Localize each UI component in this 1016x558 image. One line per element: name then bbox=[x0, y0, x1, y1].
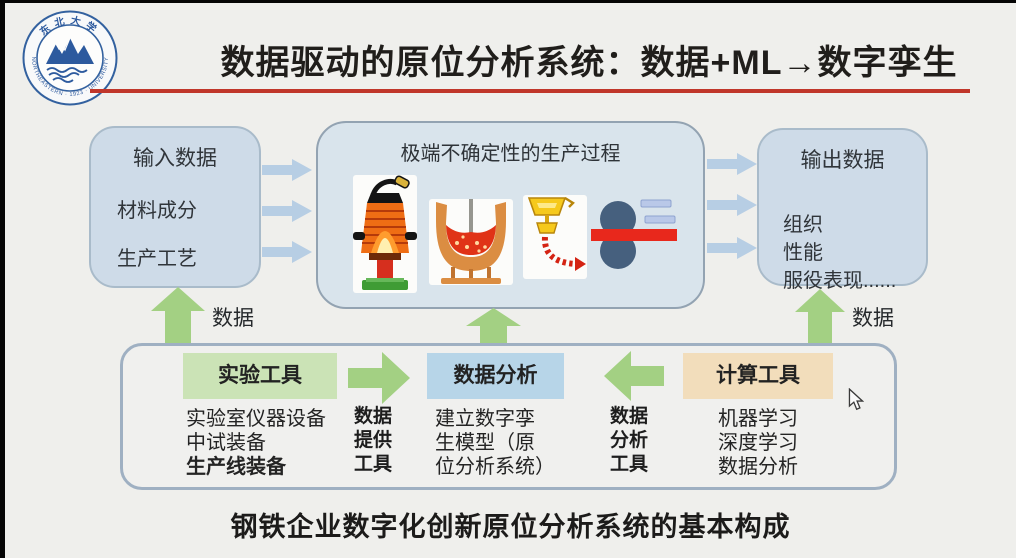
flow-arrow-right-icon bbox=[707, 237, 757, 259]
computing-tool-item: 深度学习 bbox=[718, 432, 798, 454]
experiment-tools-header: 实验工具 bbox=[183, 353, 337, 399]
experiment-tool-item: 生产线装备 bbox=[186, 456, 286, 478]
output-item: 服役表现...... bbox=[783, 270, 897, 292]
rolling-mill-icon bbox=[591, 199, 677, 271]
input-box-title: 输入数据 bbox=[133, 147, 217, 170]
slide-background: 东北大学 NORTHEASTERN · 1923 · UNIVERSITY 数据… bbox=[5, 3, 1016, 558]
input-item: 生产工艺 bbox=[117, 248, 197, 270]
input-item: 材料成分 bbox=[117, 200, 197, 222]
output-item: 组织 bbox=[783, 214, 823, 236]
data-provide-arrow-label: 数据提供工具 bbox=[354, 406, 393, 475]
flow-arrow-right-icon bbox=[262, 200, 312, 222]
data-label-right: 数据 bbox=[852, 307, 894, 330]
data-analysis-body-line: 生模型（原 bbox=[435, 432, 535, 454]
computing-tool-item: 机器学习 bbox=[718, 408, 798, 430]
converter-furnace-icon bbox=[429, 199, 513, 285]
data-provide-arrow-icon bbox=[348, 352, 410, 404]
continuous-caster-icon bbox=[523, 195, 587, 279]
data-up-arrow-left-icon bbox=[151, 287, 205, 344]
slide-caption: 钢铁企业数字化创新原位分析系统的基本构成 bbox=[230, 512, 791, 542]
data-analysis-header: 数据分析 bbox=[427, 353, 564, 399]
computing-tools-header: 计算工具 bbox=[683, 353, 833, 399]
flow-arrow-right-icon bbox=[707, 194, 757, 216]
title-underline bbox=[90, 89, 970, 93]
data-label-left: 数据 bbox=[212, 307, 254, 330]
flow-arrow-right-icon bbox=[262, 159, 312, 181]
blast-furnace-icon bbox=[353, 175, 417, 293]
experiment-tool-item: 中试装备 bbox=[186, 432, 266, 454]
output-data-box: 输出数据 组织 性能 服役表现...... bbox=[757, 128, 928, 292]
mouse-cursor bbox=[848, 388, 864, 411]
data-up-arrow-right-icon bbox=[795, 289, 845, 344]
computing-tool-item: 数据分析 bbox=[718, 456, 798, 478]
input-data-box: 输入数据 材料成分 生产工艺 bbox=[89, 126, 261, 288]
slide-title: 数据驱动的原位分析系统：数据+ML→数字孪生 bbox=[220, 44, 958, 82]
data-analysis-body-line: 建立数字孪 bbox=[435, 408, 535, 430]
output-box-title: 输出数据 bbox=[800, 149, 885, 172]
flow-arrow-right-icon bbox=[262, 241, 312, 263]
experiment-tool-item: 实验室仪器设备 bbox=[186, 408, 326, 430]
university-logo: 东北大学 NORTHEASTERN · 1923 · UNIVERSITY bbox=[22, 10, 118, 106]
output-item: 性能 bbox=[783, 242, 823, 264]
process-box-title: 极端不确定性的生产过程 bbox=[400, 143, 621, 165]
data-analysis-arrow-icon bbox=[604, 351, 664, 401]
data-up-arrow-middle-icon bbox=[466, 308, 521, 345]
data-analysis-body-line: 位分析系统） bbox=[435, 456, 555, 478]
logo-mountain-icon bbox=[46, 37, 94, 83]
data-analysis-arrow-label: 数据分析工具 bbox=[610, 406, 649, 475]
flow-arrow-right-icon bbox=[707, 153, 757, 175]
